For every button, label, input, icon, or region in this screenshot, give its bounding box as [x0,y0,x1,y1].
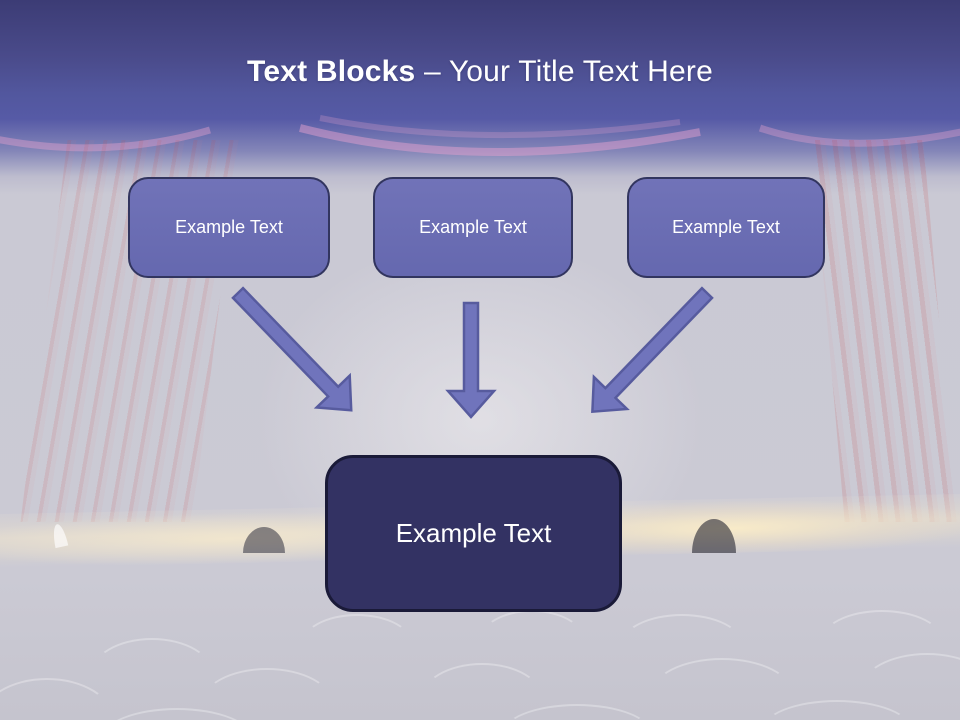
text-block-3-label: Example Text [672,217,780,237]
seat-arc [0,678,114,720]
text-block-3: Example Text [627,177,825,278]
seat-arc [760,700,914,720]
text-block-1-label: Example Text [175,217,283,237]
seat-arc [500,704,654,720]
text-block-2: Example Text [373,177,573,278]
seat-arc [100,708,254,720]
seat-arc [650,658,794,720]
title-bold-segment: Text Blocks [247,55,416,88]
seat-arc [90,638,214,712]
seat-arc [480,610,584,669]
slide-title: Text Blocks – Your Title Text Here [0,28,960,116]
text-block-1: Example Text [128,177,330,278]
text-block-2-label: Example Text [419,217,527,237]
seat-arc [200,668,334,720]
seat-arc [420,663,544,720]
seat-arc [300,614,414,678]
seat-arc [820,610,944,674]
seat-arc [860,653,960,720]
result-block-label: Example Text [395,518,552,548]
result-block: Example Text [325,455,622,612]
title-regular-segment: – Your Title Text Here [415,55,713,88]
slide-title-text: Text Blocks – Your Title Text Here [247,55,713,89]
seat-arc [620,614,744,678]
